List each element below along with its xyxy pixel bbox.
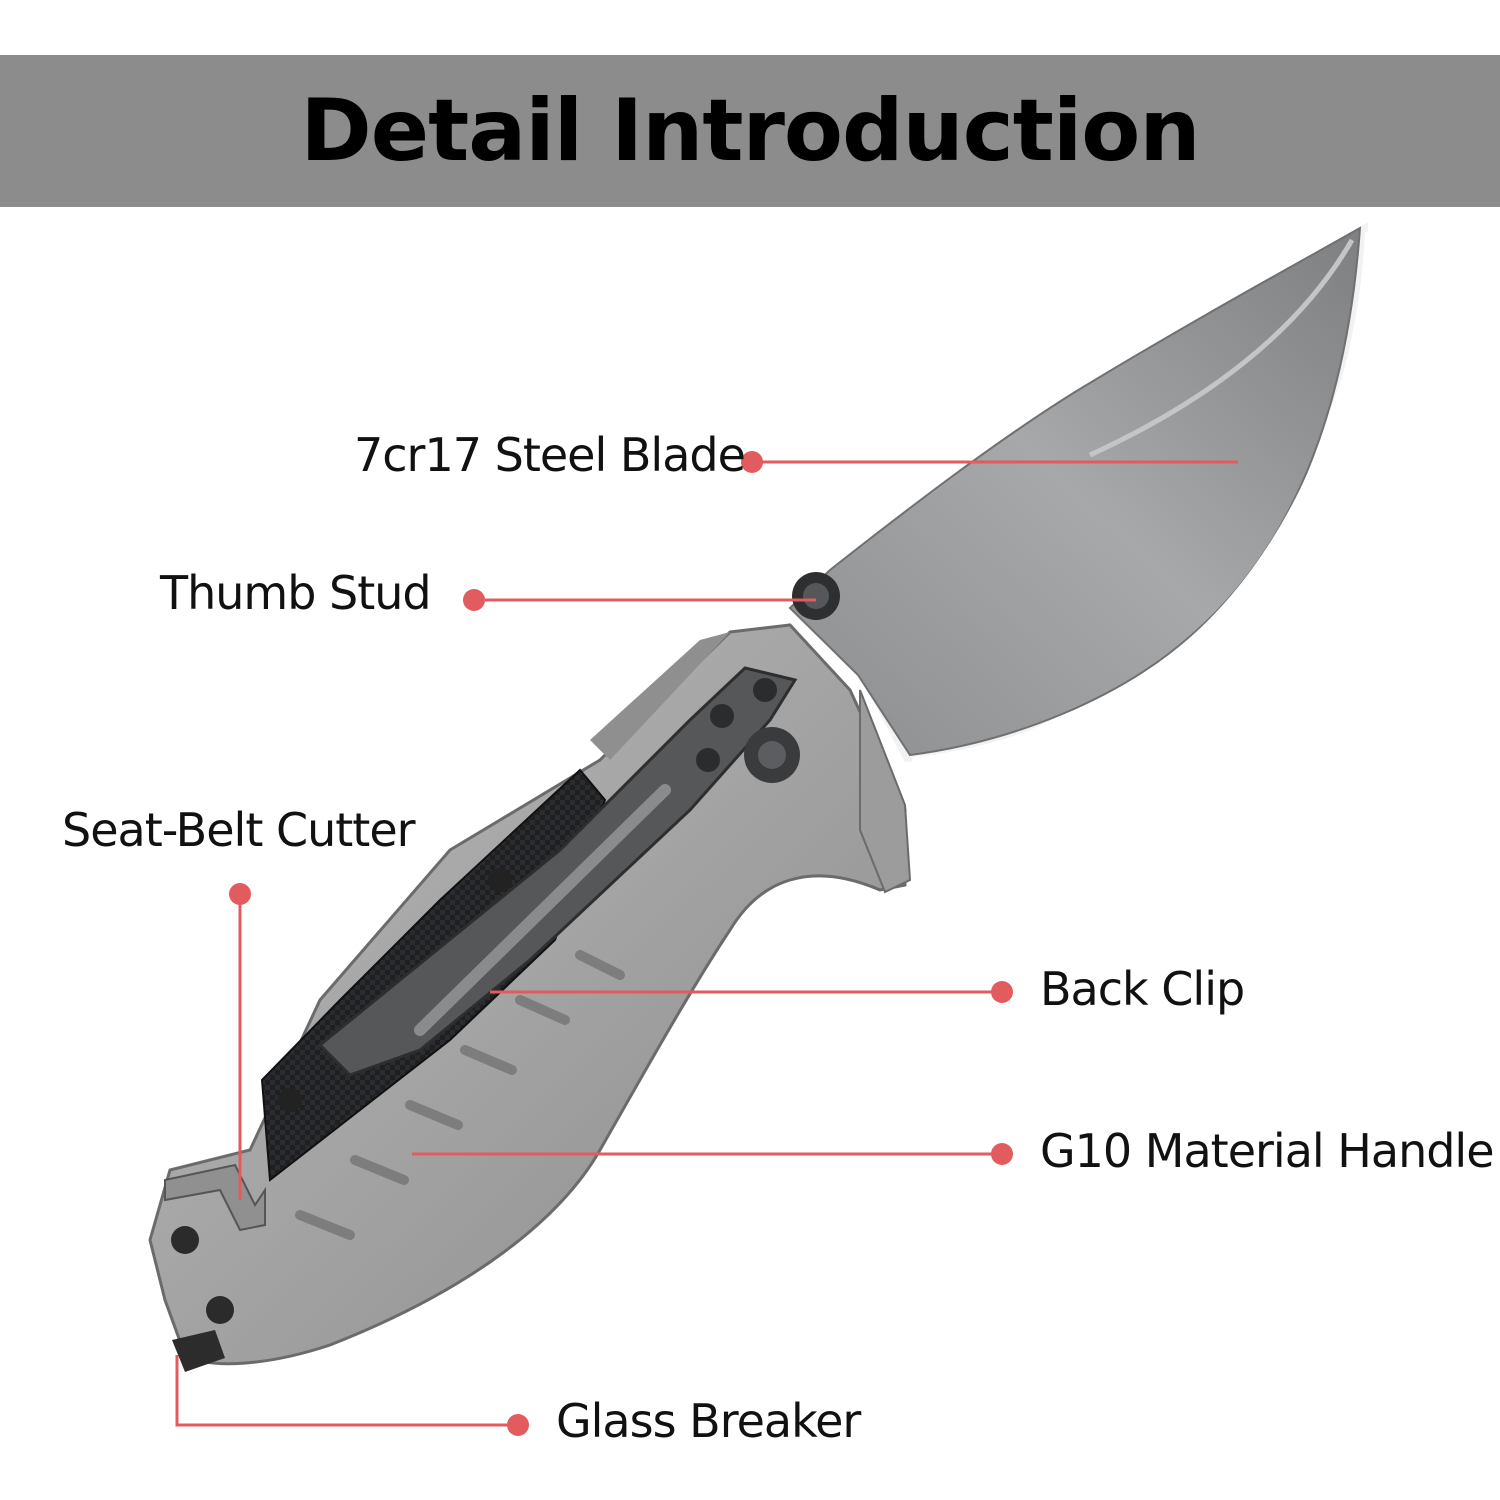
clip-screw-3	[696, 748, 720, 772]
label-seat-belt-cutter: Seat-Belt Cutter	[62, 803, 416, 857]
back-clip-slot	[414, 784, 671, 1036]
clip-screw-2	[710, 704, 734, 728]
finger-guard	[859, 689, 912, 894]
handle-ridges	[295, 950, 625, 1240]
header-band	[0, 55, 1500, 207]
handle-frame	[148, 623, 907, 1366]
handle	[148, 623, 912, 1366]
callout-dot-handle	[991, 1143, 1013, 1165]
thumb-stud	[792, 572, 840, 620]
callout-dot-blade	[741, 451, 763, 473]
thumb-stud-ring	[803, 583, 829, 609]
callout-dot-thumb-stud	[463, 589, 485, 611]
back-clip-body	[317, 666, 798, 1077]
label-thumb-stud: Thumb Stud	[160, 566, 432, 620]
label-handle: G10 Material Handle	[1040, 1124, 1495, 1178]
callout-dot-seat-belt-cutter	[229, 883, 251, 905]
blade-grind-line	[1088, 238, 1355, 458]
pivot-inner	[758, 741, 786, 769]
handle-screw-1	[488, 868, 512, 892]
handle-grip-left	[590, 632, 730, 760]
callout-dot-glass-breaker	[507, 1414, 529, 1436]
label-back-clip: Back Clip	[1040, 962, 1245, 1016]
back-clip	[317, 666, 798, 1077]
label-blade: 7cr17 Steel Blade	[354, 428, 746, 482]
page-title: Detail Introduction	[300, 81, 1200, 181]
clip-screw-1	[753, 678, 777, 702]
label-glass-breaker: Glass Breaker	[556, 1394, 861, 1448]
pivot-screw	[744, 727, 800, 783]
handle-screw-4	[206, 1296, 234, 1324]
handle-screw-3	[171, 1226, 199, 1254]
callout-dot-back-clip	[991, 981, 1013, 1003]
callout-dots	[229, 451, 1013, 1436]
blade-body	[788, 226, 1362, 757]
callout-lines	[175, 460, 1238, 1427]
handle-screw-2	[278, 1088, 302, 1112]
blade-edge-highlight	[911, 231, 1371, 763]
callout-line-glass-breaker	[175, 1355, 518, 1427]
glass-breaker	[172, 1330, 225, 1372]
blade	[788, 222, 1371, 763]
